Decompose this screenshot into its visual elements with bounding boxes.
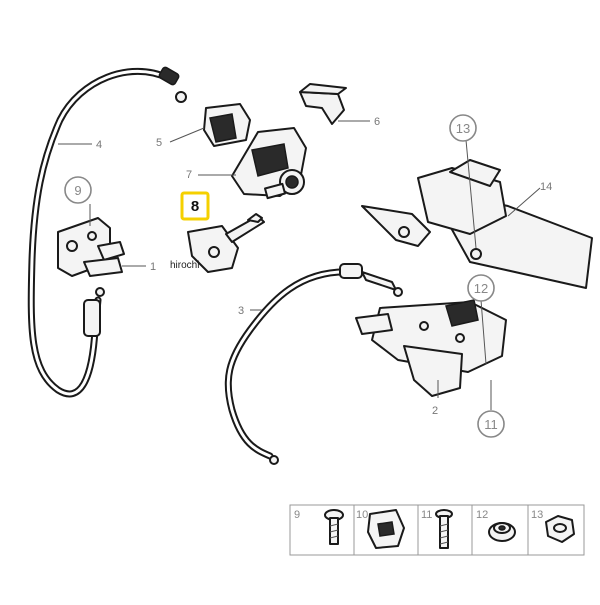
circled-ref-11: 11 [477, 410, 505, 438]
plate-part-14 [361, 159, 593, 289]
strip-number-12: 12 [476, 509, 488, 521]
callout-3: 3 [238, 305, 244, 317]
circled-ref-11-label: 11 [484, 417, 498, 432]
clip-nut-part-10 [367, 509, 405, 549]
latch-part-2 [355, 299, 507, 397]
bolt-part-11 [435, 509, 453, 549]
callout-14: 14 [540, 181, 552, 193]
housing-part-5 [203, 103, 251, 147]
hex-nut-part-13 [545, 515, 575, 543]
lock-part-1 [57, 217, 125, 277]
circled-ref-13: 13 [449, 114, 477, 142]
strip-number-13: 13 [531, 509, 543, 521]
highlight-number: 8 [191, 198, 199, 215]
key-part-8 [187, 213, 265, 273]
circled-ref-12: 12 [467, 274, 495, 302]
strip-number-11: 11 [421, 509, 432, 521]
strip-number-9: 9 [294, 509, 300, 521]
callout-1: 1 [150, 261, 156, 273]
hardware-strip: 9 10 11 12 13 [289, 504, 585, 556]
circled-ref-9: 9 [64, 176, 92, 204]
latch-part-7 [231, 127, 307, 200]
clip-part-6 [299, 83, 347, 125]
strip-number-10: 10 [356, 509, 368, 521]
leader-lines [58, 120, 541, 410]
circled-ref-12-label: 12 [474, 281, 488, 296]
callout-2: 2 [432, 405, 438, 417]
watermark-text: hirochi [170, 260, 199, 271]
circled-ref-9-label: 9 [74, 183, 81, 198]
circled-ref-13-label: 13 [456, 121, 470, 136]
callout-6: 6 [374, 116, 380, 128]
callout-4: 4 [96, 139, 102, 151]
cable-part-4 [27, 66, 187, 398]
cable-part-3 [224, 263, 403, 465]
washer-nut-part-12 [488, 522, 516, 542]
callout-7: 7 [186, 169, 192, 181]
screw-part-9 [324, 509, 344, 545]
highlight-marker-8: 8 [180, 191, 210, 221]
callout-5: 5 [156, 137, 162, 149]
